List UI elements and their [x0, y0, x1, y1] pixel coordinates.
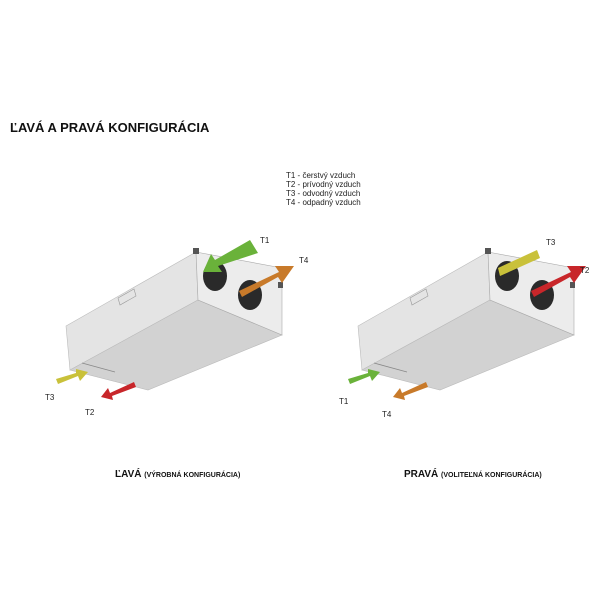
right-caption-sub: (VOLITEĽNÁ KONFIGURÁCIA) — [441, 472, 542, 479]
legend-item: T2 - prívodný vzduch — [286, 180, 361, 189]
arrow-t3 — [56, 369, 88, 384]
left-caption-sub: (VÝROBNÁ KONFIGURÁCIA) — [144, 472, 241, 479]
arrow-t4 — [393, 382, 428, 400]
right-caption-main: PRAVÁ — [404, 469, 439, 480]
label-t1: T1 — [339, 397, 349, 406]
right-caption: PRAVÁ (VOLITEĽNÁ KONFIGURÁCIA) — [404, 469, 542, 480]
label-t2: T2 — [85, 408, 95, 417]
legend-item: T3 - odvodný vzduch — [286, 189, 361, 198]
label-t4: T4 — [299, 256, 309, 265]
arrow-t4 — [239, 266, 294, 297]
label-t3: T3 — [546, 238, 556, 247]
legend: T1 - čerstvý vzduch T2 - prívodný vzduch… — [286, 171, 361, 207]
arrow-t2 — [101, 382, 136, 400]
right-unit — [348, 247, 586, 400]
page-title: ĽAVÁ A PRAVÁ KONFIGURÁCIA — [10, 120, 210, 135]
left-caption: ĽAVÁ (VÝROBNÁ KONFIGURÁCIA) — [115, 469, 240, 480]
legend-item: T1 - čerstvý vzduch — [286, 171, 356, 180]
label-t2: T2 — [580, 266, 590, 275]
legend-item: T4 - odpadný vzduch — [286, 198, 361, 207]
arrow-t1 — [348, 369, 380, 384]
arrow-t1 — [203, 240, 258, 272]
left-caption-main: ĽAVÁ — [115, 469, 142, 480]
label-t4: T4 — [382, 410, 392, 419]
label-t3: T3 — [45, 393, 55, 402]
label-t1: T1 — [260, 236, 270, 245]
arrow-t2 — [531, 266, 586, 297]
arrow-t3 — [498, 250, 540, 276]
left-unit — [56, 240, 294, 400]
